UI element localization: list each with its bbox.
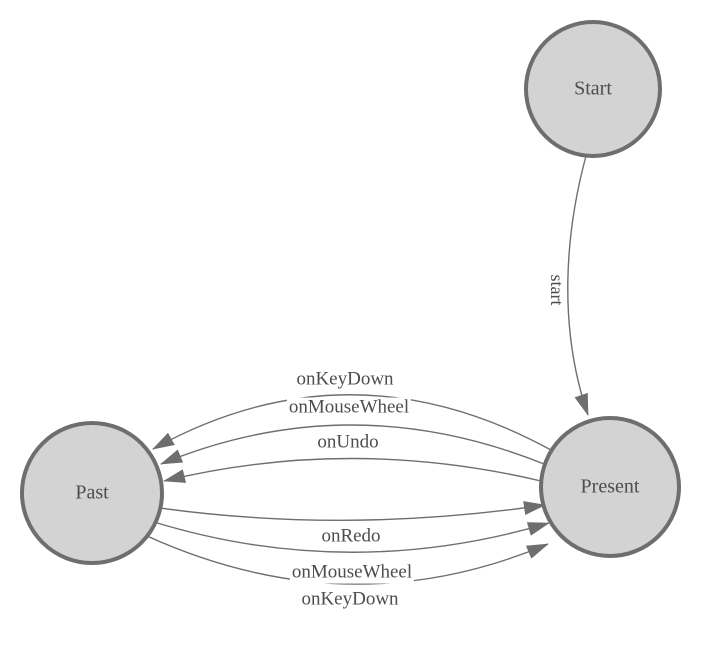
node-present[interactable]	[539, 416, 681, 558]
edge-label-onundo: onUndo	[315, 431, 381, 454]
edge-onmousewheel-present-to-past[interactable]	[160, 424, 545, 465]
edge-onundo-present-to-past[interactable]	[163, 457, 542, 483]
edge-label-onmousewheel-top: onMouseWheel	[286, 396, 412, 419]
edge-label-start: start	[546, 272, 567, 308]
node-start-label: Start	[574, 77, 612, 100]
edge-label-onkeydown-bottom: onKeyDown	[299, 588, 401, 611]
node-past[interactable]	[20, 421, 164, 565]
edge-label-onredo: onRedo	[319, 525, 383, 548]
edge-label-onmousewheel-bottom: onMouseWheel	[289, 561, 415, 584]
edge-onkeydown-past-to-present[interactable]	[146, 535, 549, 585]
node-present-label: Present	[580, 475, 640, 498]
node-start[interactable]	[524, 20, 662, 158]
edge-start-to-present[interactable]	[567, 155, 589, 416]
edge-label-onkeydown-top: onKeyDown	[294, 368, 396, 391]
edge-onkeydown-present-to-past[interactable]	[152, 394, 552, 451]
node-past-label: Past	[75, 481, 109, 504]
edge-onmousewheel-past-to-present[interactable]	[153, 521, 550, 553]
edge-onredo-past-to-present[interactable]	[159, 501, 546, 521]
